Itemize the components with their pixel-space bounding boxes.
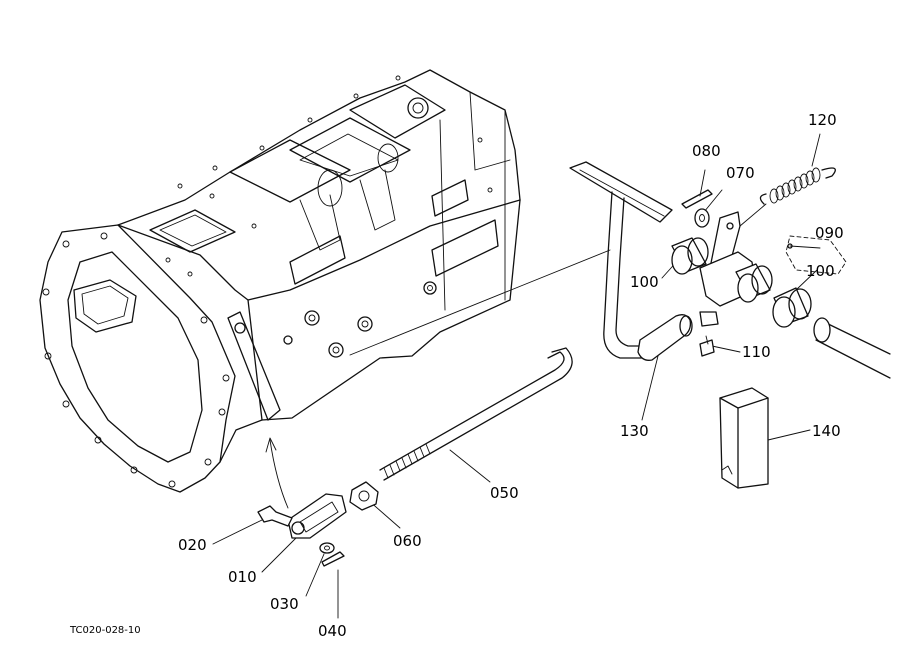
transmission-case (39, 69, 521, 493)
label-090: 090 (815, 224, 844, 242)
label-020: 020 (178, 536, 207, 554)
grease-fitting (699, 335, 715, 357)
clutch-pedal (569, 161, 757, 361)
rubber-pad (719, 387, 769, 489)
label-130: 130 (620, 422, 649, 440)
label-080: 080 (692, 142, 721, 160)
label-110: 110 (742, 343, 771, 361)
label-100-left: 100 (630, 273, 659, 291)
label-070: 070 (726, 164, 755, 182)
bushing-left (671, 237, 709, 275)
return-spring (739, 167, 836, 227)
leader-lines (212, 133, 821, 619)
callout-labels: 010 020 030 040 050 060 070 080 090 100 … (178, 111, 844, 640)
assembly-arrow (269, 439, 289, 509)
label-120: 120 (808, 111, 837, 129)
label-060: 060 (393, 532, 422, 550)
pedal-shaft (813, 317, 891, 379)
washer-070 (694, 208, 710, 228)
bushing-right (772, 287, 812, 328)
label-100-right: 100 (806, 262, 835, 280)
assembly-arrow-head (265, 437, 277, 453)
label-140: 140 (812, 422, 841, 440)
nut (349, 481, 379, 511)
clevis-assembly (257, 493, 347, 567)
clutch-rod (379, 347, 573, 481)
figure-code: TC020-028-10 (69, 625, 141, 636)
bushing-center (735, 263, 773, 303)
label-040: 040 (318, 622, 347, 640)
label-010: 010 (228, 568, 257, 586)
label-050: 050 (490, 484, 519, 502)
hidden-part-090 (785, 235, 847, 275)
split-pin (681, 189, 713, 209)
label-030: 030 (270, 595, 299, 613)
